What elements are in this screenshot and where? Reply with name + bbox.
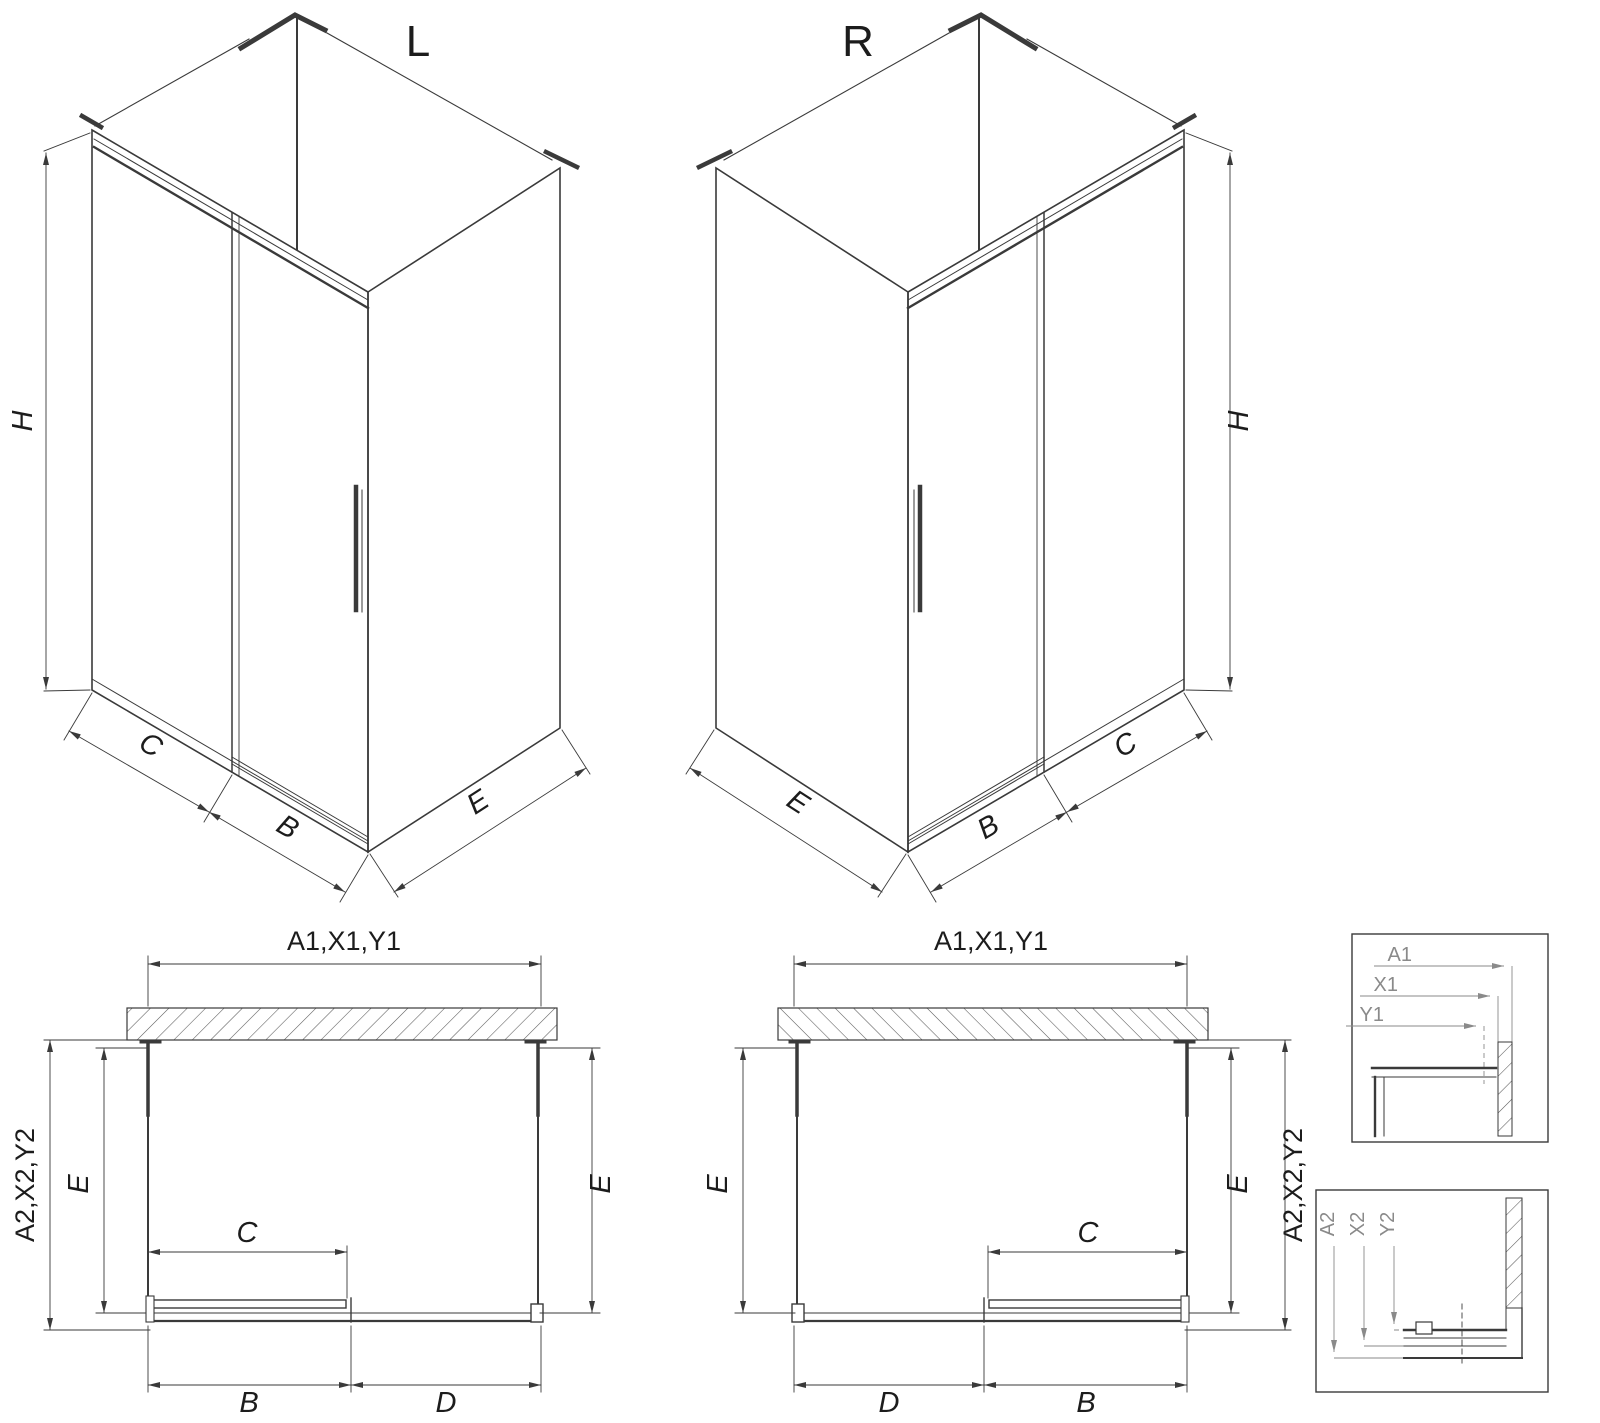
plan-left-width-label: A1,X1,Y1 [287, 926, 401, 956]
dimension-e [369, 729, 591, 898]
plan-left-d-label: D [436, 1387, 457, 1419]
detail-a2-label: A2 [1317, 1212, 1339, 1236]
dim-label-h-right: H [1223, 410, 1255, 431]
dimension-b-d [147, 1325, 542, 1393]
detail-bottom-track [1402, 1303, 1523, 1367]
detail-top: A1 X1 Y1 [1346, 933, 1549, 1143]
plan-right-d-label: D [879, 1387, 900, 1419]
detail-x2-label: X2 [1347, 1212, 1369, 1236]
dimension-e-side1 [95, 1047, 147, 1314]
plan-right-c-label: C [1078, 1217, 1100, 1249]
detail-top-wall-hatch [1497, 1041, 1513, 1137]
iso-right-variant-label: R [842, 17, 874, 66]
door-leaf [151, 1299, 347, 1309]
iso-enclosure-art-mirrored [686, 15, 1232, 902]
side-panels [139, 1040, 547, 1311]
plan-right-e2-label: E [1222, 1174, 1254, 1194]
detail-y1-label: Y1 [1360, 1004, 1384, 1026]
plan-right-b-label: B [1076, 1387, 1095, 1419]
plan-view-art-mirrored [735, 956, 1291, 1392]
dimension-a2 [43, 1039, 151, 1331]
detail-top-frame [1351, 933, 1549, 1143]
detail-a1-label: A1 [1388, 944, 1412, 966]
door-handle [353, 484, 363, 613]
dimension-e-side2 [539, 1047, 601, 1314]
dimension-c [147, 1245, 348, 1299]
plan-view-art [43, 955, 601, 1393]
detail-bottom-wall-hatch [1505, 1197, 1523, 1309]
dimension-a1 [147, 955, 542, 1007]
front-track [145, 1295, 544, 1323]
detail-top-glass [1370, 1066, 1498, 1138]
dimension-h [43, 132, 91, 692]
iso-enclosure-art [43, 12, 591, 903]
ceiling-support [78, 12, 581, 250]
detail-x1-label: X1 [1374, 974, 1398, 996]
sliding-door [231, 212, 369, 845]
plan-right-width-label: A1,X1,Y1 [934, 926, 1048, 956]
wall-hatch [126, 1007, 558, 1041]
dim-label-b-right: B [972, 809, 1005, 846]
plan-right-e1-label: E [702, 1174, 734, 1194]
plan-right-depth-label: A2,X2,Y2 [1278, 1128, 1308, 1242]
detail-y2-label: Y2 [1377, 1212, 1399, 1236]
plan-left-depth-label: A2,X2,Y2 [10, 1128, 40, 1242]
plan-left-c-label: C [237, 1217, 259, 1249]
dimension-c-b [63, 692, 369, 903]
side-panel [367, 166, 561, 854]
dim-label-h-left: H [7, 410, 39, 431]
plan-left-b-label: B [239, 1387, 258, 1419]
detail-bottom: A2 X2 Y2 [1315, 1189, 1549, 1393]
front-panel [91, 128, 370, 854]
detail-door-end [1415, 1321, 1433, 1335]
plan-left-e2-label: E [585, 1174, 617, 1194]
iso-left-variant-label: L [406, 17, 430, 66]
plan-left-e1-label: E [63, 1174, 95, 1194]
track-end-cap [145, 1295, 155, 1323]
wall [126, 1007, 558, 1041]
dim-label-b-left: B [271, 809, 304, 846]
